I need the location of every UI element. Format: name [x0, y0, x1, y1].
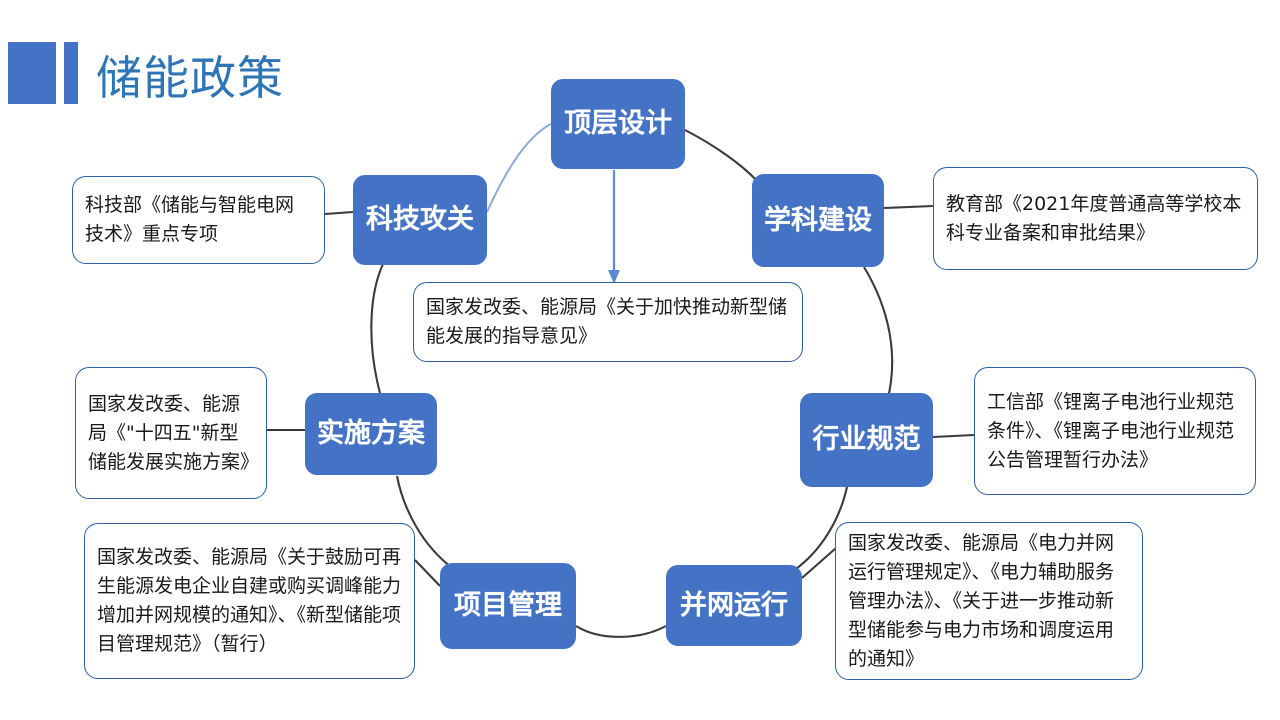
cycle-node-project-management[interactable]: 项目管理 — [440, 563, 576, 649]
note-top-level-design-text: 国家发改委、能源局《关于加快推动新型储能发展的指导意见》 — [426, 296, 788, 347]
title-accent-bar-small — [64, 42, 78, 104]
note-discipline-building: 教育部《2021年度普通高等学校本科专业备案和审批结果》 — [933, 167, 1258, 270]
cycle-node-implementation-plan[interactable]: 实施方案 — [305, 393, 437, 475]
leader-standard-note — [932, 433, 975, 439]
note-tech-research-text: 科技部《储能与智能电网技术》重点专项 — [85, 194, 295, 245]
note-discipline-building-text: 教育部《2021年度普通高等学校本科专业备案和审批结果》 — [946, 192, 1242, 244]
note-project-management: 国家发改委、能源局《关于鼓励可再生能源发电企业自建或购买调峰能力增加并网规模的通… — [84, 523, 415, 679]
note-implementation-plan: 国家发改委、能源局《"十四五"新型储能发展实施方案》 — [75, 367, 267, 499]
ring-arc-tech-to-design — [486, 123, 552, 213]
ring-arc-discipline-to-standard — [863, 266, 894, 399]
note-top-level-design: 国家发改委、能源局《关于加快推动新型储能发展的指导意见》 — [413, 282, 803, 362]
leader-project-note — [414, 559, 441, 587]
cycle-node-top-level-design[interactable]: 顶层设计 — [551, 79, 685, 169]
cycle-node-industry-standard[interactable]: 行业规范 — [800, 393, 933, 487]
leader-discipline-note — [883, 204, 934, 210]
ring-arc-design-to-discipline — [684, 129, 757, 181]
title-accent-bar-large — [8, 42, 56, 104]
cycle-node-grid-operation[interactable]: 并网运行 — [666, 565, 802, 646]
note-industry-standard-text: 工信部《锂离子电池行业规范条件》、《锂离子电池行业规范公告管理暂行办法》 — [987, 390, 1235, 471]
note-implementation-plan-text: 国家发改委、能源局《"十四五"新型储能发展实施方案》 — [88, 392, 260, 473]
ring-arc-implementation-to-tech — [370, 263, 384, 394]
cycle-node-tech-research[interactable]: 科技攻关 — [353, 175, 487, 265]
title-accent-gap — [56, 42, 64, 104]
ring-arc-grid-to-project — [575, 625, 667, 638]
page-title: 储能政策 — [96, 51, 284, 105]
leader-tech-note — [324, 210, 354, 216]
title-accent-bars — [8, 42, 78, 104]
note-grid-operation-text: 国家发改委、能源局《电力并网运行管理规定》、《电力辅助服务管理办法》、《关于进一… — [848, 531, 1115, 670]
note-industry-standard: 工信部《锂离子电池行业规范条件》、《锂离子电池行业规范公告管理暂行办法》 — [974, 367, 1256, 495]
arrow-design-to-note — [608, 170, 620, 284]
leader-grid-note — [801, 547, 837, 579]
note-tech-research: 科技部《储能与智能电网技术》重点专项 — [72, 176, 325, 264]
cycle-node-discipline-building[interactable]: 学科建设 — [752, 174, 884, 267]
note-project-management-text: 国家发改委、能源局《关于鼓励可再生能源发电企业自建或购买调峰能力增加并网规模的通… — [97, 546, 402, 655]
note-grid-operation: 国家发改委、能源局《电力并网运行管理规定》、《电力辅助服务管理办法》、《关于进一… — [835, 522, 1143, 680]
